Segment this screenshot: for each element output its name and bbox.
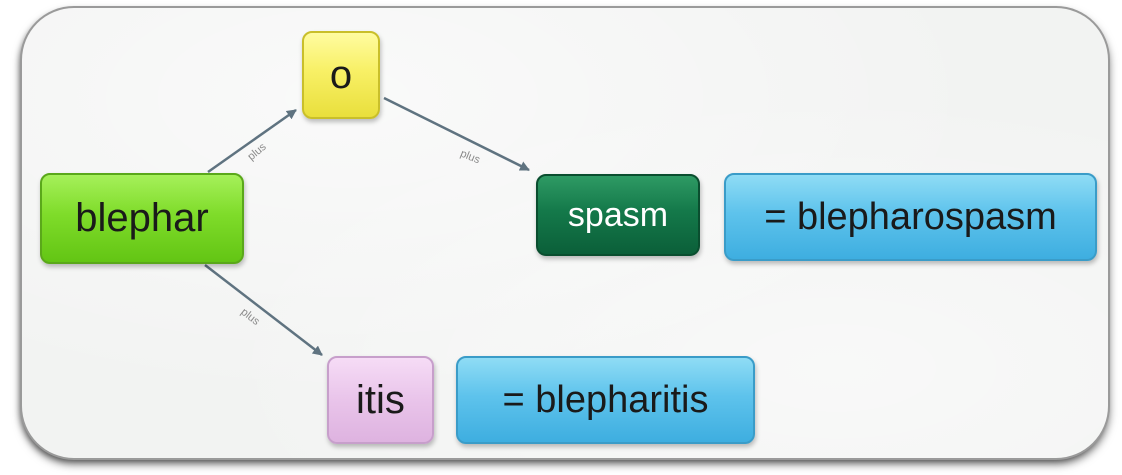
node-result-blepharospasm-label: = blepharospasm	[764, 195, 1057, 238]
node-result-blepharitis-label: = blepharitis	[502, 378, 709, 421]
node-result-blepharitis: = blepharitis	[456, 356, 755, 444]
node-itis-label: itis	[356, 377, 405, 422]
node-spasm-label: spasm	[567, 195, 669, 234]
node-result-blepharospasm: = blepharospasm	[724, 173, 1097, 261]
node-spasm: spasm	[536, 174, 700, 256]
node-o-label: o	[329, 52, 353, 97]
node-blephar: blephar	[40, 173, 244, 264]
node-itis: itis	[327, 356, 434, 444]
node-blephar-label: blephar	[75, 196, 209, 240]
node-o: o	[302, 31, 380, 119]
